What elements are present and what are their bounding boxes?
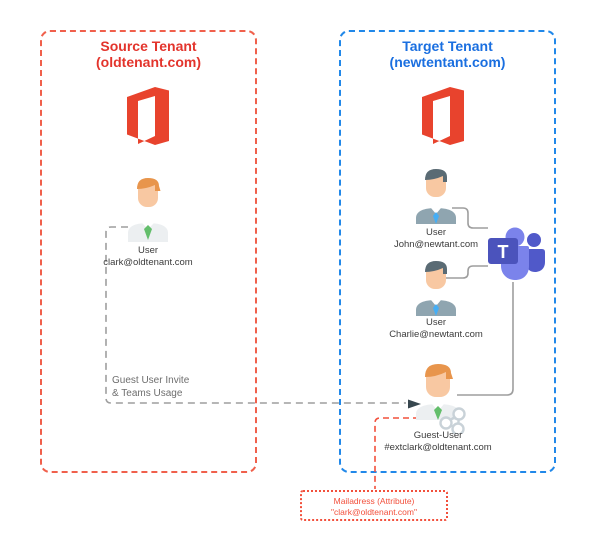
- target-tenant-title: Target Tenant (newtentant.com): [339, 38, 556, 70]
- source-tenant-box: [40, 30, 257, 473]
- person-icon: [416, 169, 456, 224]
- person-icon: [128, 178, 168, 242]
- guest-labels: Guest-User #extclark@oldtenant.com: [353, 430, 523, 454]
- mail-attribute-line2: "clark@oldtenant.com": [330, 507, 417, 517]
- mail-attribute-note: Mailadress (Attribute) "clark@oldtenant.…: [300, 490, 448, 521]
- clark-labels: User clark@oldtenant.com: [63, 245, 233, 269]
- office-logo-icon: [127, 87, 169, 145]
- john-email: John@newtant.com: [393, 239, 479, 250]
- guest-user-icon: [411, 362, 469, 439]
- teams-letter: T: [498, 242, 509, 262]
- source-tenant-title-line2: (oldtenant.com): [96, 54, 201, 70]
- mail-attribute-connector: [374, 417, 419, 489]
- teams-logo: T: [488, 227, 545, 280]
- invite-annotation: Guest User Invite & Teams Usage: [112, 374, 232, 400]
- charlie-labels: User Charlie@newtant.com: [351, 317, 521, 341]
- guest-label: Guest-User: [413, 430, 463, 441]
- office-logo-icon: [422, 87, 464, 145]
- source-tenant-title-line1: Source Tenant: [100, 38, 197, 54]
- user-icon-charlie: [412, 260, 460, 321]
- user-icon-clark: [124, 176, 172, 247]
- john-label: User: [425, 227, 447, 238]
- guest-email: #extclark@oldtenant.com: [384, 442, 492, 453]
- target-tenant-box: [339, 30, 556, 473]
- user-icon-john: [412, 168, 460, 229]
- teams-guest-connector: [457, 282, 514, 396]
- clark-label: User: [137, 245, 159, 256]
- clark-email: clark@oldtenant.com: [103, 257, 193, 268]
- invite-connector: [105, 226, 406, 404]
- target-tenant-title-line2: (newtentant.com): [389, 54, 506, 70]
- target-tenant-title-line1: Target Tenant: [402, 38, 493, 54]
- invite-arrowhead: [408, 399, 421, 409]
- source-tenant-title: Source Tenant (oldtenant.com): [40, 38, 257, 70]
- invite-annotation-line2: & Teams Usage: [112, 388, 183, 399]
- john-labels: User John@newtant.com: [351, 227, 521, 251]
- charlie-email: Charlie@newtant.com: [389, 329, 483, 340]
- charlie-label: User: [425, 317, 447, 328]
- share-icon: [439, 407, 466, 436]
- teams-icon: T: [488, 226, 546, 287]
- office-logo-source: [119, 84, 177, 153]
- office-logo-target: [414, 84, 472, 153]
- john-teams-connector: [452, 207, 488, 229]
- person-icon: [416, 364, 466, 436]
- mail-attribute-line1: Mailadress (Attribute): [333, 496, 415, 506]
- charlie-teams-connector: [446, 265, 488, 279]
- invite-annotation-line1: Guest User Invite: [112, 375, 190, 386]
- person-icon: [416, 261, 456, 316]
